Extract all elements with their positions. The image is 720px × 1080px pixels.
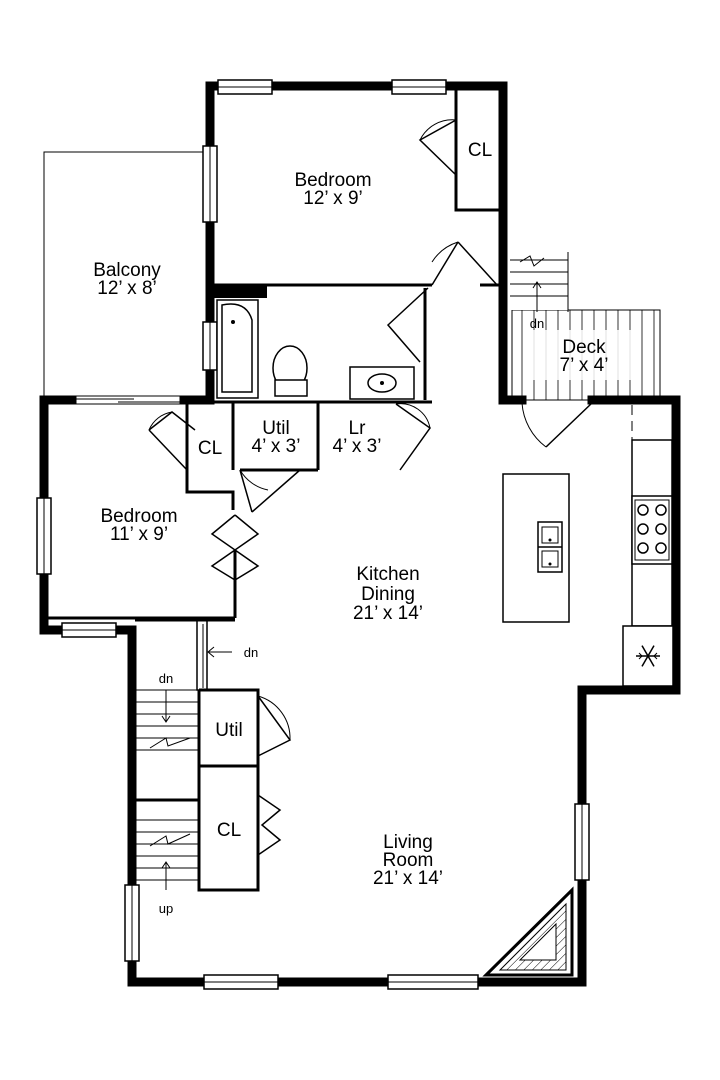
closet-left-label: CL: [198, 438, 222, 459]
deck-stair: [510, 250, 569, 312]
deck-size: 7’ x 4’: [560, 355, 609, 376]
balcony-name: Balcony: [93, 260, 161, 281]
closet-top-label: CL: [468, 140, 492, 161]
dining-name: Dining: [361, 584, 415, 605]
deck: [511, 309, 661, 401]
doors: [148, 119, 593, 856]
left-stair-dn-label: dn: [159, 671, 173, 686]
util-name: Util: [262, 418, 289, 439]
stairs: [136, 250, 569, 890]
deck-stair-dn-label: dn: [530, 316, 544, 331]
balcony: [43, 151, 208, 398]
windows: [36, 79, 590, 990]
living-name: Living: [383, 832, 433, 853]
left-stair-up-label: up: [159, 901, 173, 916]
kitchen-name: Kitchen: [356, 564, 419, 585]
deck-name: Deck: [562, 337, 606, 358]
laundry-size: 4’ x 3’: [333, 436, 382, 457]
bedroom-left-name: Bedroom: [100, 506, 177, 527]
bedroom-left-size: 11’ x 9’: [110, 524, 168, 545]
bedroom-top-name: Bedroom: [294, 170, 371, 191]
left-stair-down: [136, 689, 199, 751]
room-name: Room: [383, 850, 434, 871]
bedroom-top-size: 12’ x 9’: [303, 188, 363, 209]
snowflake-icon: [636, 645, 660, 667]
living-size: 21’ x 14’: [373, 868, 443, 889]
room-labels: Bedroom 12’ x 9’ Balcony 12’ x 8’ Bedroo…: [93, 140, 608, 916]
hall-stair: [202, 624, 232, 688]
hall-stair-dn-label: dn: [244, 645, 258, 660]
laundry-name: Lr: [349, 418, 367, 439]
balcony-size: 12’ x 8’: [97, 278, 157, 299]
kitchen-size: 21’ x 14’: [353, 603, 423, 624]
interior-walls: [48, 88, 633, 892]
util-stair-label: Util: [215, 720, 242, 741]
closet-stair-label: CL: [217, 820, 241, 841]
fixtures: [216, 299, 674, 977]
left-stair-up: [136, 819, 199, 890]
util-size: 4’ x 3’: [252, 436, 301, 457]
